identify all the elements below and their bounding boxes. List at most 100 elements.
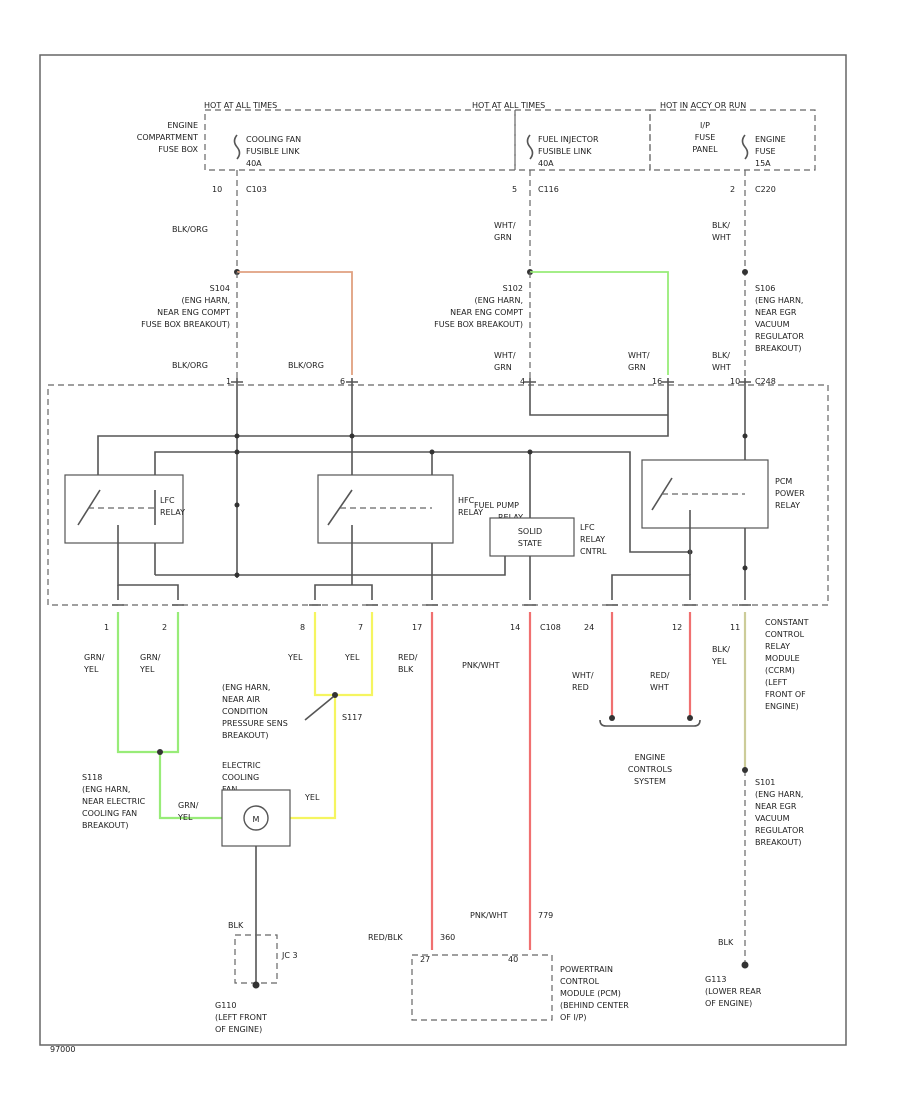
ccrm-pin-bottom-4: 7 bbox=[358, 623, 363, 632]
s117-note-1: (ENG HARN, bbox=[222, 683, 270, 692]
s117-label: S117 bbox=[342, 713, 362, 722]
s106-label-2: (ENG HARN, bbox=[755, 296, 803, 305]
wire-yel-pin8 bbox=[313, 612, 335, 697]
wire-blk-bottom: BLK bbox=[718, 938, 734, 947]
splice-s106-dot bbox=[742, 269, 748, 275]
fuse-mid-label-3: 40A bbox=[538, 159, 554, 168]
wire-grn-yel-to-fan bbox=[158, 752, 222, 820]
s117-leader bbox=[304, 696, 334, 721]
cooling-fan-motor-m: M bbox=[253, 815, 260, 824]
pcm-label-5: OF I/P) bbox=[560, 1013, 586, 1022]
fuse-left-label-2: FUSIBLE LINK bbox=[246, 147, 300, 156]
hot-in-accy-or-run: HOT IN ACCY OR RUN bbox=[660, 101, 746, 110]
ccrm-label-1: CONSTANT bbox=[765, 618, 809, 627]
ccrm-pin-bottom-1: 1 bbox=[104, 623, 109, 632]
ccrm-pin-bottom-8: 12 bbox=[672, 623, 682, 632]
lfc-relay-cntrl-label-2: RELAY bbox=[580, 535, 605, 544]
s102-label-3: NEAR ENG COMPT bbox=[450, 308, 523, 317]
ccrm-pin-top-3: 4 bbox=[520, 377, 525, 386]
fuse-left-label-1: COOLING FAN bbox=[246, 135, 301, 144]
ccrm-label-2: CONTROL bbox=[765, 630, 805, 639]
ccrm-node-8 bbox=[742, 433, 748, 439]
s101-label-6: BREAKOUT) bbox=[755, 838, 802, 847]
ccrm-connector-top: C248 bbox=[755, 377, 776, 386]
hfc-relay-label-1: HFC bbox=[458, 496, 475, 505]
lfc-relay-label-2: RELAY bbox=[160, 508, 185, 517]
ccrm-pin-bottom-6: 14 bbox=[510, 623, 520, 632]
s104-label-3: NEAR ENG COMPT bbox=[157, 308, 230, 317]
wire-wht-grn-lower2-1: WHT/ bbox=[628, 351, 650, 360]
wire-wht-grn-lower1-2: GRN bbox=[494, 363, 512, 372]
solid-state-label-2: STATE bbox=[518, 539, 542, 548]
ground-g113-label-2: (LOWER REAR bbox=[705, 987, 762, 996]
cooling-fan-motor-symbol bbox=[243, 805, 269, 831]
splice-s102-green-branch bbox=[530, 271, 669, 375]
wire-blk-org-left: BLK/ORG bbox=[172, 225, 208, 234]
conn-mid-pin: 5 bbox=[512, 185, 517, 194]
ccrm-pin-bottom-7: 24 bbox=[584, 623, 594, 632]
ccrm-pin-bottom-5: 17 bbox=[412, 623, 422, 632]
fan-label-1: ELECTRIC bbox=[222, 761, 261, 770]
wire-red-blk-bottom: RED/BLK bbox=[368, 933, 403, 942]
s101-label-1: S101 bbox=[755, 778, 775, 787]
ip-fuse-panel-label-2: FUSE bbox=[695, 133, 716, 142]
pcm-pin-left-label: 360 bbox=[440, 933, 455, 942]
solid-state-box bbox=[489, 517, 575, 557]
fuel-pump-relay-label-1: FUEL PUMP bbox=[474, 501, 519, 510]
pcm-label-1: POWERTRAIN bbox=[560, 965, 613, 974]
wire-wht-grn-lower1-1: WHT/ bbox=[494, 351, 516, 360]
splice-s101-dot bbox=[742, 767, 748, 773]
ccrm-pin-top-4: 16 bbox=[652, 377, 662, 386]
conn-left-pin: 10 bbox=[212, 185, 222, 194]
conn-mid-id: C116 bbox=[538, 185, 559, 194]
wire-grn-yel1-1: GRN/ bbox=[84, 653, 105, 662]
wire-yel1: YEL bbox=[287, 653, 303, 662]
ccrm-pin-top-2: 6 bbox=[340, 377, 345, 386]
conn-right-id: C220 bbox=[755, 185, 776, 194]
ground-g113-label-3: OF ENGINE) bbox=[705, 999, 752, 1008]
wire-blk-yel-2: YEL bbox=[711, 657, 727, 666]
wire-wht-grn-lower2-2: GRN bbox=[628, 363, 646, 372]
wire-red-blk-1: RED/ bbox=[398, 653, 418, 662]
wire-grn-yel-pin2 bbox=[160, 612, 180, 754]
pcm-label-3: MODULE (PCM) bbox=[560, 989, 621, 998]
s117-note-5: BREAKOUT) bbox=[222, 731, 269, 740]
splice-s117-dot bbox=[332, 692, 338, 698]
ground-g110-label-2: (LEFT FRONT bbox=[215, 1013, 267, 1022]
engine-compartment-fuse-box-label-1: ENGINE bbox=[167, 121, 198, 130]
fan-label-2: COOLING bbox=[222, 773, 259, 782]
ccrm-node-4 bbox=[429, 449, 435, 455]
ccrm-label-8: ENGINE) bbox=[765, 702, 799, 711]
s102-label-2: (ENG HARN, bbox=[475, 296, 523, 305]
s106-label-6: BREAKOUT) bbox=[755, 344, 802, 353]
conn-right-pin: 2 bbox=[730, 185, 735, 194]
s117-note-2: NEAR AIR bbox=[222, 695, 260, 704]
ccrm-node-2 bbox=[349, 433, 355, 439]
ccrm-bus-bottom bbox=[155, 556, 506, 576]
wire-wht-grn-mid-1: WHT/ bbox=[494, 221, 516, 230]
ip-fuse-panel-label-1: I/P bbox=[700, 121, 710, 130]
ccrm-node-6 bbox=[234, 502, 240, 508]
s104-label-4: FUSE BOX BREAKOUT) bbox=[141, 320, 230, 329]
lfc-relay-cntrl-label-1: LFC bbox=[580, 523, 595, 532]
s106-label-4: VACUUM bbox=[755, 320, 790, 329]
ccrm-label-3: RELAY bbox=[765, 642, 790, 651]
wire-yel2: YEL bbox=[344, 653, 360, 662]
ip-fuse-panel-label-3: PANEL bbox=[692, 145, 718, 154]
ccrm-label-4: MODULE bbox=[765, 654, 800, 663]
wire-grn-yel2-2: YEL bbox=[139, 665, 155, 674]
lfc-relay-label-1: LFC bbox=[160, 496, 175, 505]
wire-blk-wht-lower-1: BLK/ bbox=[712, 351, 730, 360]
engine-controls-label-1: ENGINE bbox=[635, 753, 666, 762]
ccrm-bus-top bbox=[97, 378, 669, 490]
diagram-frame bbox=[39, 54, 847, 1046]
wire-grn-yel1-2: YEL bbox=[83, 665, 99, 674]
hot-at-all-times-mid: HOT AT ALL TIMES bbox=[472, 101, 545, 110]
solid-state-label-1: SOLID bbox=[518, 527, 542, 536]
fuse-left-label-3: 40A bbox=[246, 159, 262, 168]
s118-label-4: COOLING FAN bbox=[82, 809, 137, 818]
ip-fuse-panel-outline bbox=[649, 109, 816, 171]
ccrm-connector-bottom: C108 bbox=[540, 623, 561, 632]
fuse-right-label-1: ENGINE bbox=[755, 135, 786, 144]
wire-blk-org-lower2: BLK/ORG bbox=[288, 361, 324, 370]
